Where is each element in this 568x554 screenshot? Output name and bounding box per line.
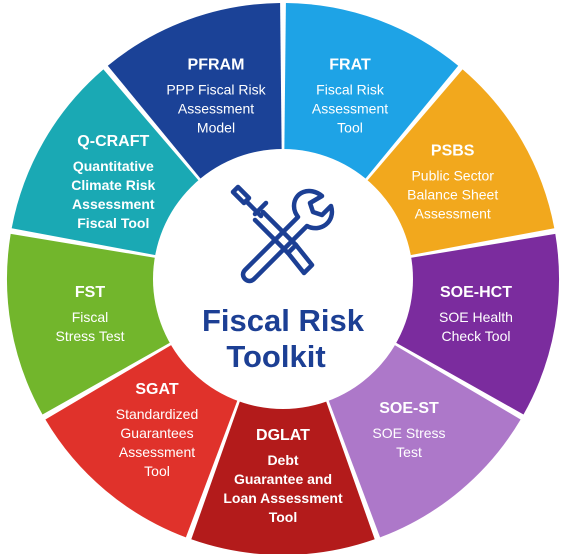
segment-dglat-desc-line: Debt [267,452,298,468]
segment-q-craft-desc-line: Climate Risk [71,177,155,193]
center-title-line-2: Toolkit [226,339,325,374]
segment-fst-title: FST [75,284,105,301]
segment-sgat-desc-line: Assessment [119,444,195,460]
segment-soe-hct-desc-line: Check Tool [441,328,510,344]
segment-pfram-desc-line: PPP Fiscal Risk [166,81,266,97]
segment-fst-desc-line: Fiscal [72,309,109,325]
segment-q-craft-desc-line: Assessment [72,196,155,212]
segment-psbs-desc-line: Public Sector [411,168,494,184]
segment-pfram-title: PFRAM [188,56,245,73]
segment-soe-hct-title: SOE-HCT [440,284,512,301]
segment-dglat-desc-line: Loan Assessment [223,490,343,506]
segment-soe-hct-desc-line: SOE Health [439,309,513,325]
segment-frat-desc-line: Tool [337,119,363,135]
segment-soe-st-title: SOE-ST [379,400,439,417]
segment-q-craft-desc-line: Quantitative [73,158,154,174]
segment-dglat-desc-line: Guarantee and [234,471,332,487]
segment-q-craft-title: Q-CRAFT [77,133,149,150]
segment-sgat-desc-line: Guarantees [120,425,193,441]
segment-dglat-title: DGLAT [256,427,310,444]
segment-sgat-title: SGAT [135,381,178,398]
center-title-line-1: Fiscal Risk [202,303,365,338]
segment-sgat-desc-line: Standardized [116,406,199,422]
segment-soe-st-desc-line: Test [396,444,422,460]
segment-fst-desc-line: Stress Test [56,328,125,344]
segment-psbs-desc-line: Assessment [415,206,491,222]
segment-frat-title: FRAT [329,56,371,73]
segment-dglat-desc-line: Tool [269,509,298,525]
segment-frat-desc-line: Assessment [312,100,388,116]
wrench-and-screwdriver-icon [230,184,335,284]
segment-psbs-title: PSBS [431,143,475,160]
segment-psbs-desc-line: Balance Sheet [407,187,498,203]
segment-pfram-desc-line: Assessment [178,100,254,116]
segment-frat-desc-line: Fiscal Risk [316,81,385,97]
segment-q-craft-desc-line: Fiscal Tool [77,215,149,231]
segment-soe-st-desc-line: SOE Stress [372,425,445,441]
center-disc [153,149,413,409]
segment-pfram-desc-line: Model [197,119,235,135]
segment-sgat-desc-line: Tool [144,463,170,479]
segment-dglat-wedge [191,279,375,554]
